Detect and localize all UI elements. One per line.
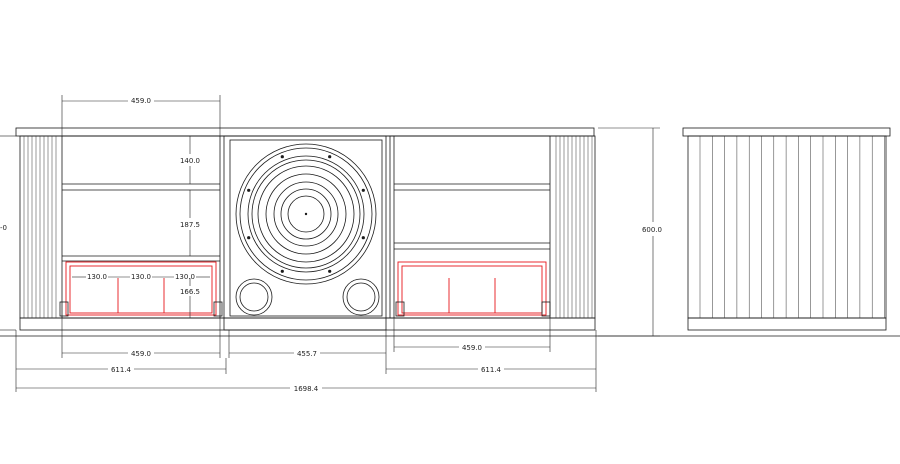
dim-drawer-height: 166.5 bbox=[180, 288, 200, 296]
dim-left-outer: 611.4 bbox=[111, 366, 132, 374]
dim-drawer-col-1: 130.0 bbox=[87, 273, 107, 281]
bass-port-left bbox=[235, 278, 273, 316]
dim-left-inner: 459.0 bbox=[131, 350, 151, 358]
dim-drawer-col-2: 130.0 bbox=[131, 273, 151, 281]
subwoofer-panel bbox=[229, 139, 383, 317]
dim-top-width: 459.0 bbox=[131, 97, 151, 105]
dim-drawer-col-3: 130.0 bbox=[175, 273, 195, 281]
dim-overall-width: 1698.4 bbox=[294, 385, 319, 393]
side-elevation bbox=[682, 127, 891, 331]
center-section bbox=[223, 135, 387, 331]
dim-center-width: 455.7 bbox=[297, 350, 317, 358]
left-fluted-panel bbox=[23, 136, 57, 318]
bass-port-right bbox=[342, 278, 380, 316]
subwoofer-speaker bbox=[235, 143, 377, 285]
right-section bbox=[389, 135, 551, 319]
dimensions: 459.0 140.0 187.5 166.5 130.0 130.0 130.… bbox=[0, 95, 662, 393]
dim-shelf-mid-gap: 187.5 bbox=[180, 221, 200, 229]
dim-height: 600.0 bbox=[642, 226, 662, 234]
cabinet-front bbox=[15, 127, 596, 331]
dim-right-outer: 611.4 bbox=[481, 366, 502, 374]
left-section bbox=[61, 135, 221, 319]
right-drawer bbox=[395, 261, 551, 317]
dim-left-height-partial: -0 bbox=[0, 224, 7, 232]
dim-shelf-top-gap: 140.0 bbox=[180, 157, 200, 165]
left-drawer bbox=[59, 261, 223, 317]
speaker-mount-bolts bbox=[247, 155, 365, 273]
right-fluted-panel bbox=[555, 136, 593, 318]
dim-right-inner: 459.0 bbox=[462, 344, 482, 352]
